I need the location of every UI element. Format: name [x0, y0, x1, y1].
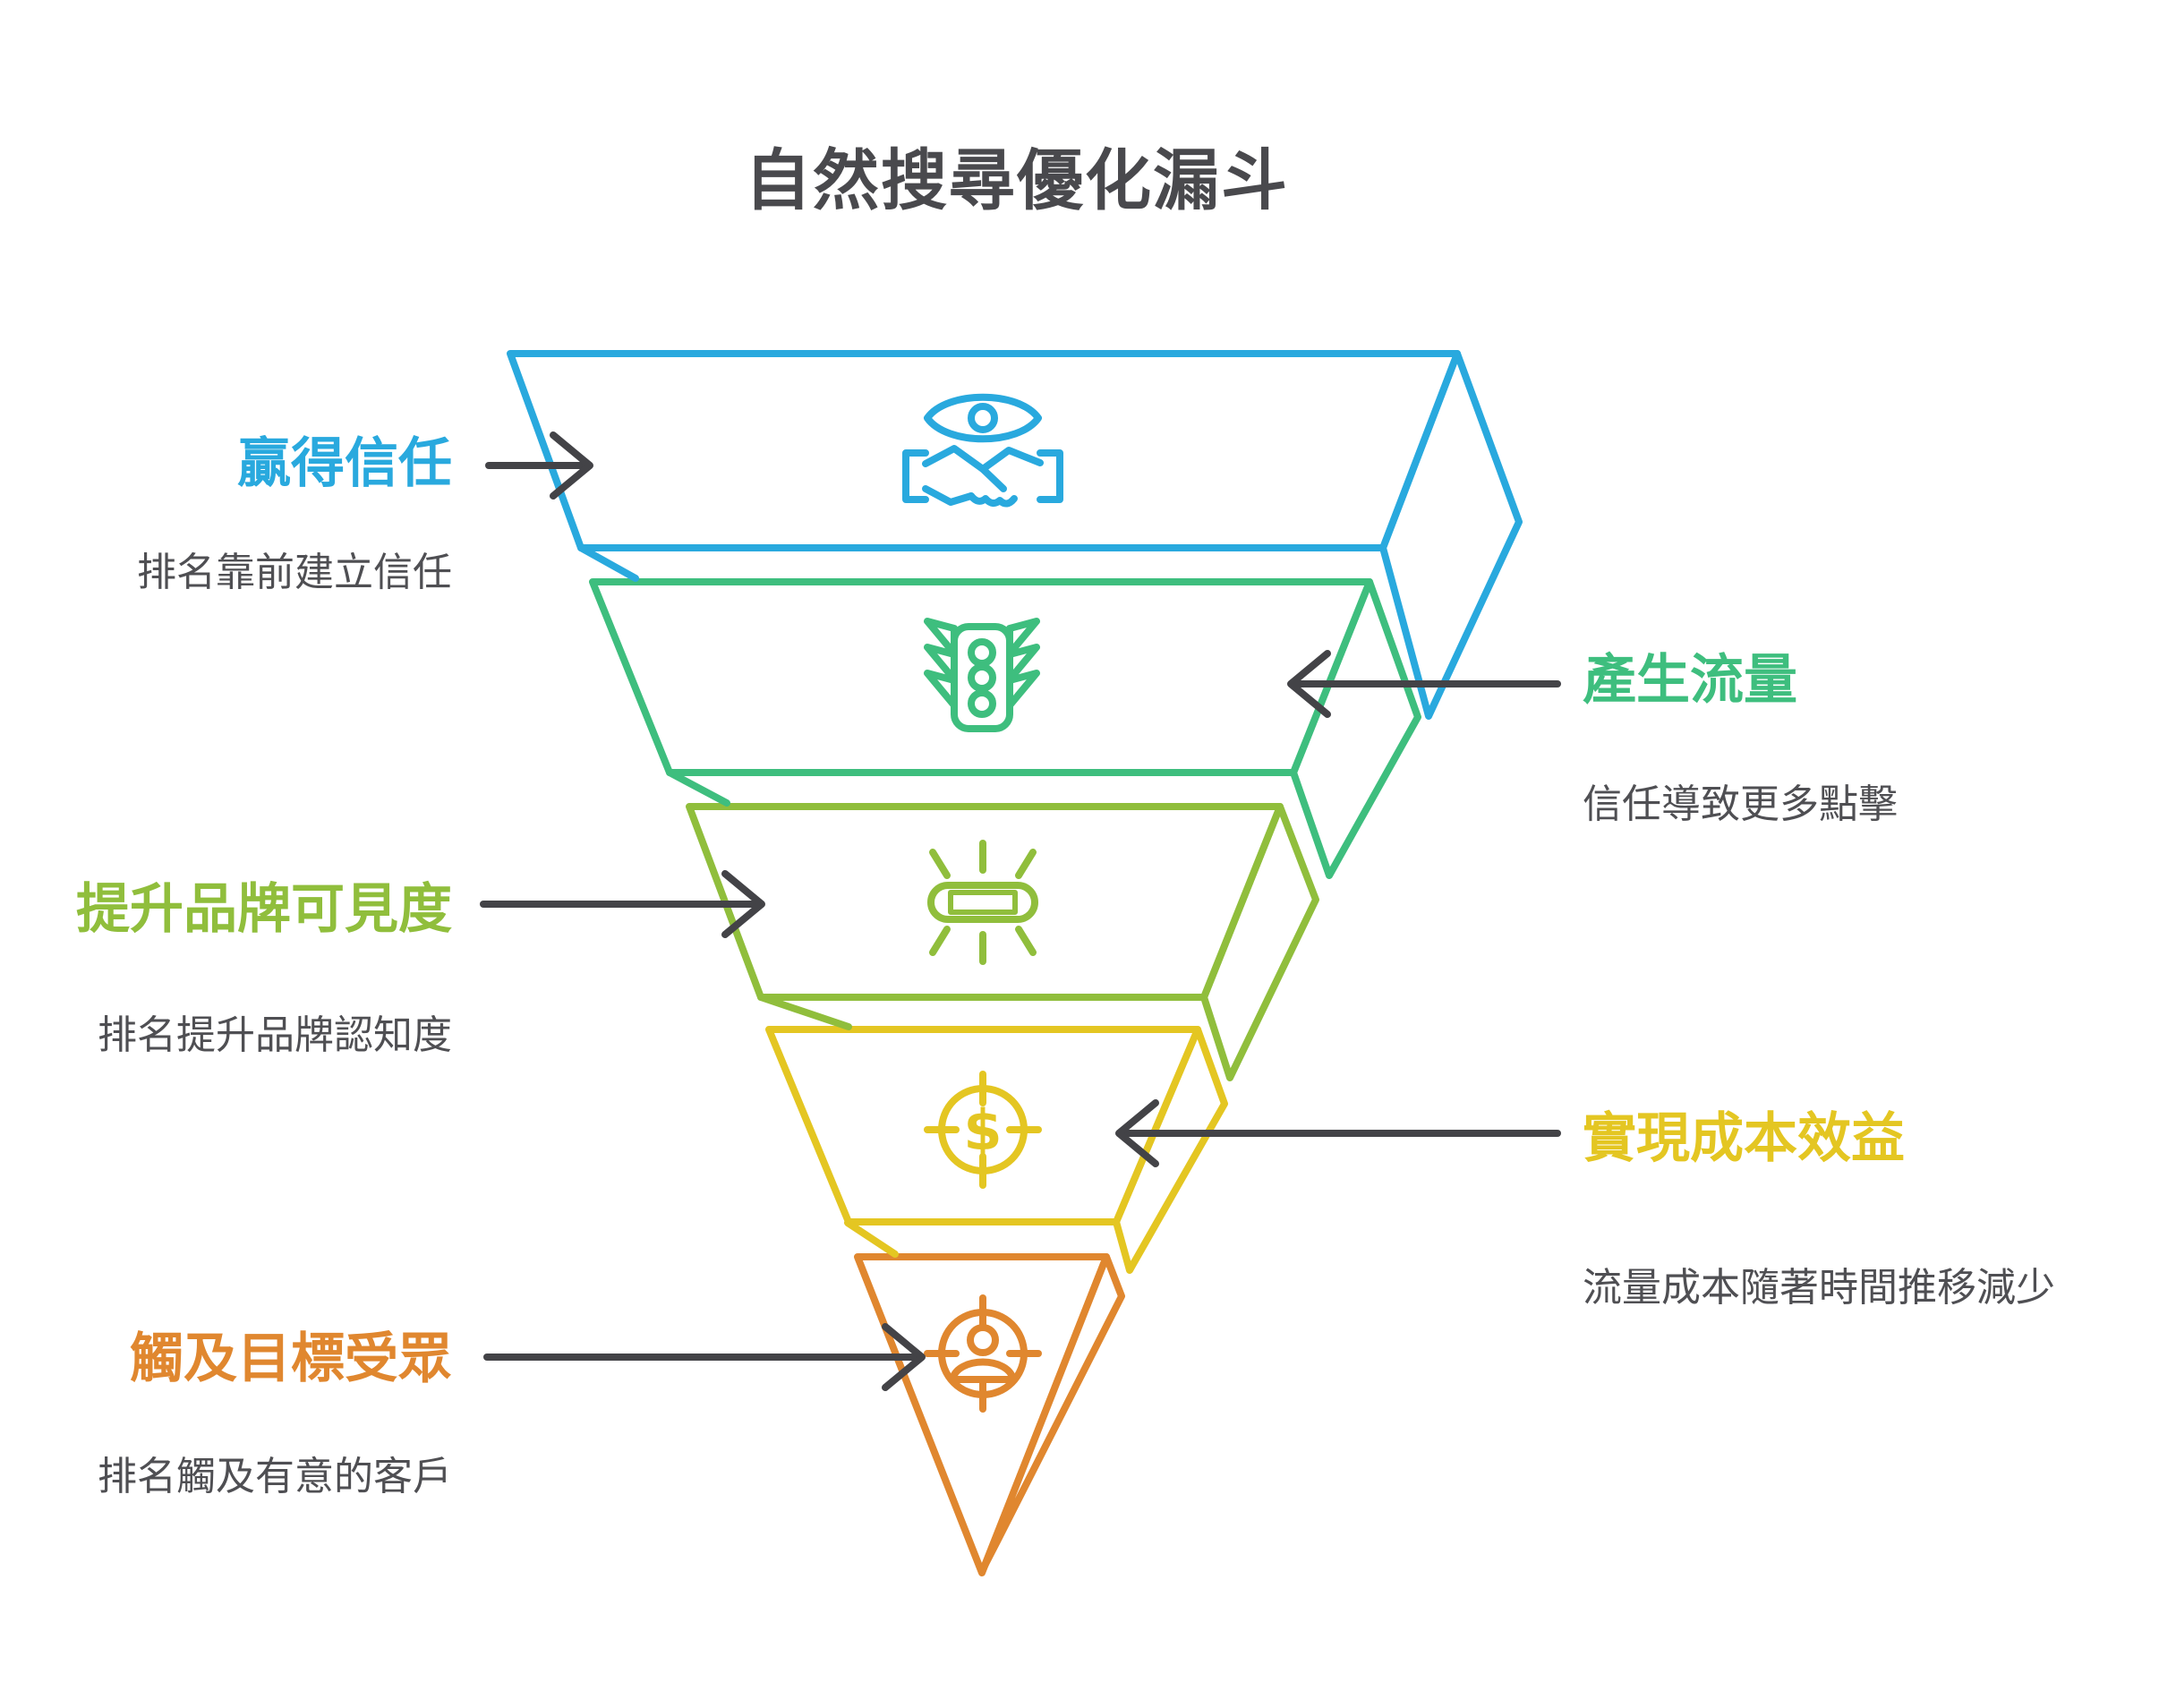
level-4-front-face [765, 1026, 1201, 1225]
level-1-description: 排名靠前建立信任 [137, 550, 452, 595]
trust-handshake-eye-icon [902, 393, 1063, 508]
level-3-fold-line [757, 994, 852, 1030]
level-5-description: 排名觸及有意的客戶 [98, 1454, 452, 1499]
funnel-level-1 [507, 350, 1523, 720]
level-4-arrow [1115, 1099, 1561, 1167]
level-5-side-face [981, 1253, 1125, 1569]
label-arrows [480, 431, 1561, 1391]
dollar-glyph: $ [963, 1097, 1002, 1163]
level-3-label: 提升品牌可見度 [76, 878, 452, 941]
level-2-arrow [1287, 650, 1561, 718]
level-1-fold-line [577, 544, 639, 582]
level-2-fold-line [666, 769, 730, 807]
level-3-description: 排名提升品牌認知度 [98, 1012, 452, 1058]
funnel-level-4 [765, 1026, 1228, 1274]
level-3-arrow [480, 870, 765, 938]
level-4-description: 流量成本隨著時間推移減少 [1583, 1265, 2055, 1311]
traffic-light-icon [924, 618, 1040, 732]
person-target-icon [924, 1294, 1042, 1413]
level-2-description: 信任導致更多點擊 [1583, 781, 1898, 827]
level-1-front-face [507, 350, 1461, 551]
level-4-fold-line [844, 1219, 899, 1258]
level-5-label: 觸及目標受眾 [130, 1328, 452, 1390]
page-title: 自然搜尋優化漏斗 [745, 142, 1289, 219]
funnel-level-5 [854, 1253, 1125, 1576]
glowing-bar-icon [927, 840, 1038, 965]
level-2-label: 產生流量 [1583, 649, 1797, 712]
level-4-label: 實現成本效益 [1583, 1107, 1905, 1170]
dollar-target-icon: $ [924, 1071, 1042, 1189]
level-5-arrow [483, 1323, 926, 1391]
level-3-front-face [686, 803, 1284, 1001]
level-1-arrow [485, 431, 593, 500]
level-1-label: 贏得信任 [237, 432, 452, 495]
funnel-level-3 [686, 803, 1319, 1081]
